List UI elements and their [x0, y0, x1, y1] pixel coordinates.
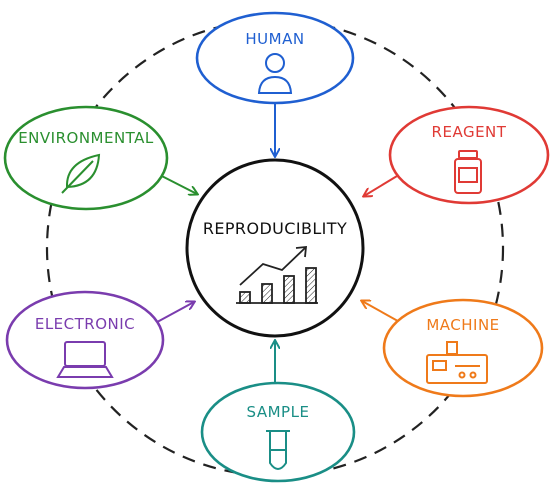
growth-chart-icon	[236, 245, 318, 304]
node-human-label: HUMAN	[245, 30, 304, 48]
node-environmental-label: ENVIRONMENTAL	[18, 129, 154, 147]
node-machine: MACHINE	[382, 298, 544, 398]
node-electronic-label: ELECTRONIC	[35, 315, 135, 333]
node-sample-label: SAMPLE	[247, 403, 310, 421]
node-sample: SAMPLE	[200, 381, 356, 483]
leaf-icon	[61, 153, 101, 194]
test-tube-icon	[266, 430, 290, 470]
laptop-icon	[56, 341, 114, 378]
bottle-icon	[454, 150, 482, 194]
machine-icon	[426, 341, 488, 384]
node-human: HUMAN	[195, 11, 355, 105]
node-machine-label: MACHINE	[426, 316, 499, 334]
person-icon	[257, 53, 293, 94]
node-reagent-label: REAGENT	[432, 123, 507, 141]
node-reagent: REAGENT	[388, 105, 550, 205]
center-node: REPRODUCIBLITY	[185, 158, 365, 338]
node-electronic: ELECTRONIC	[5, 290, 165, 390]
node-environmental: ENVIRONMENTAL	[3, 105, 169, 211]
center-label: REPRODUCIBLITY	[203, 219, 347, 238]
